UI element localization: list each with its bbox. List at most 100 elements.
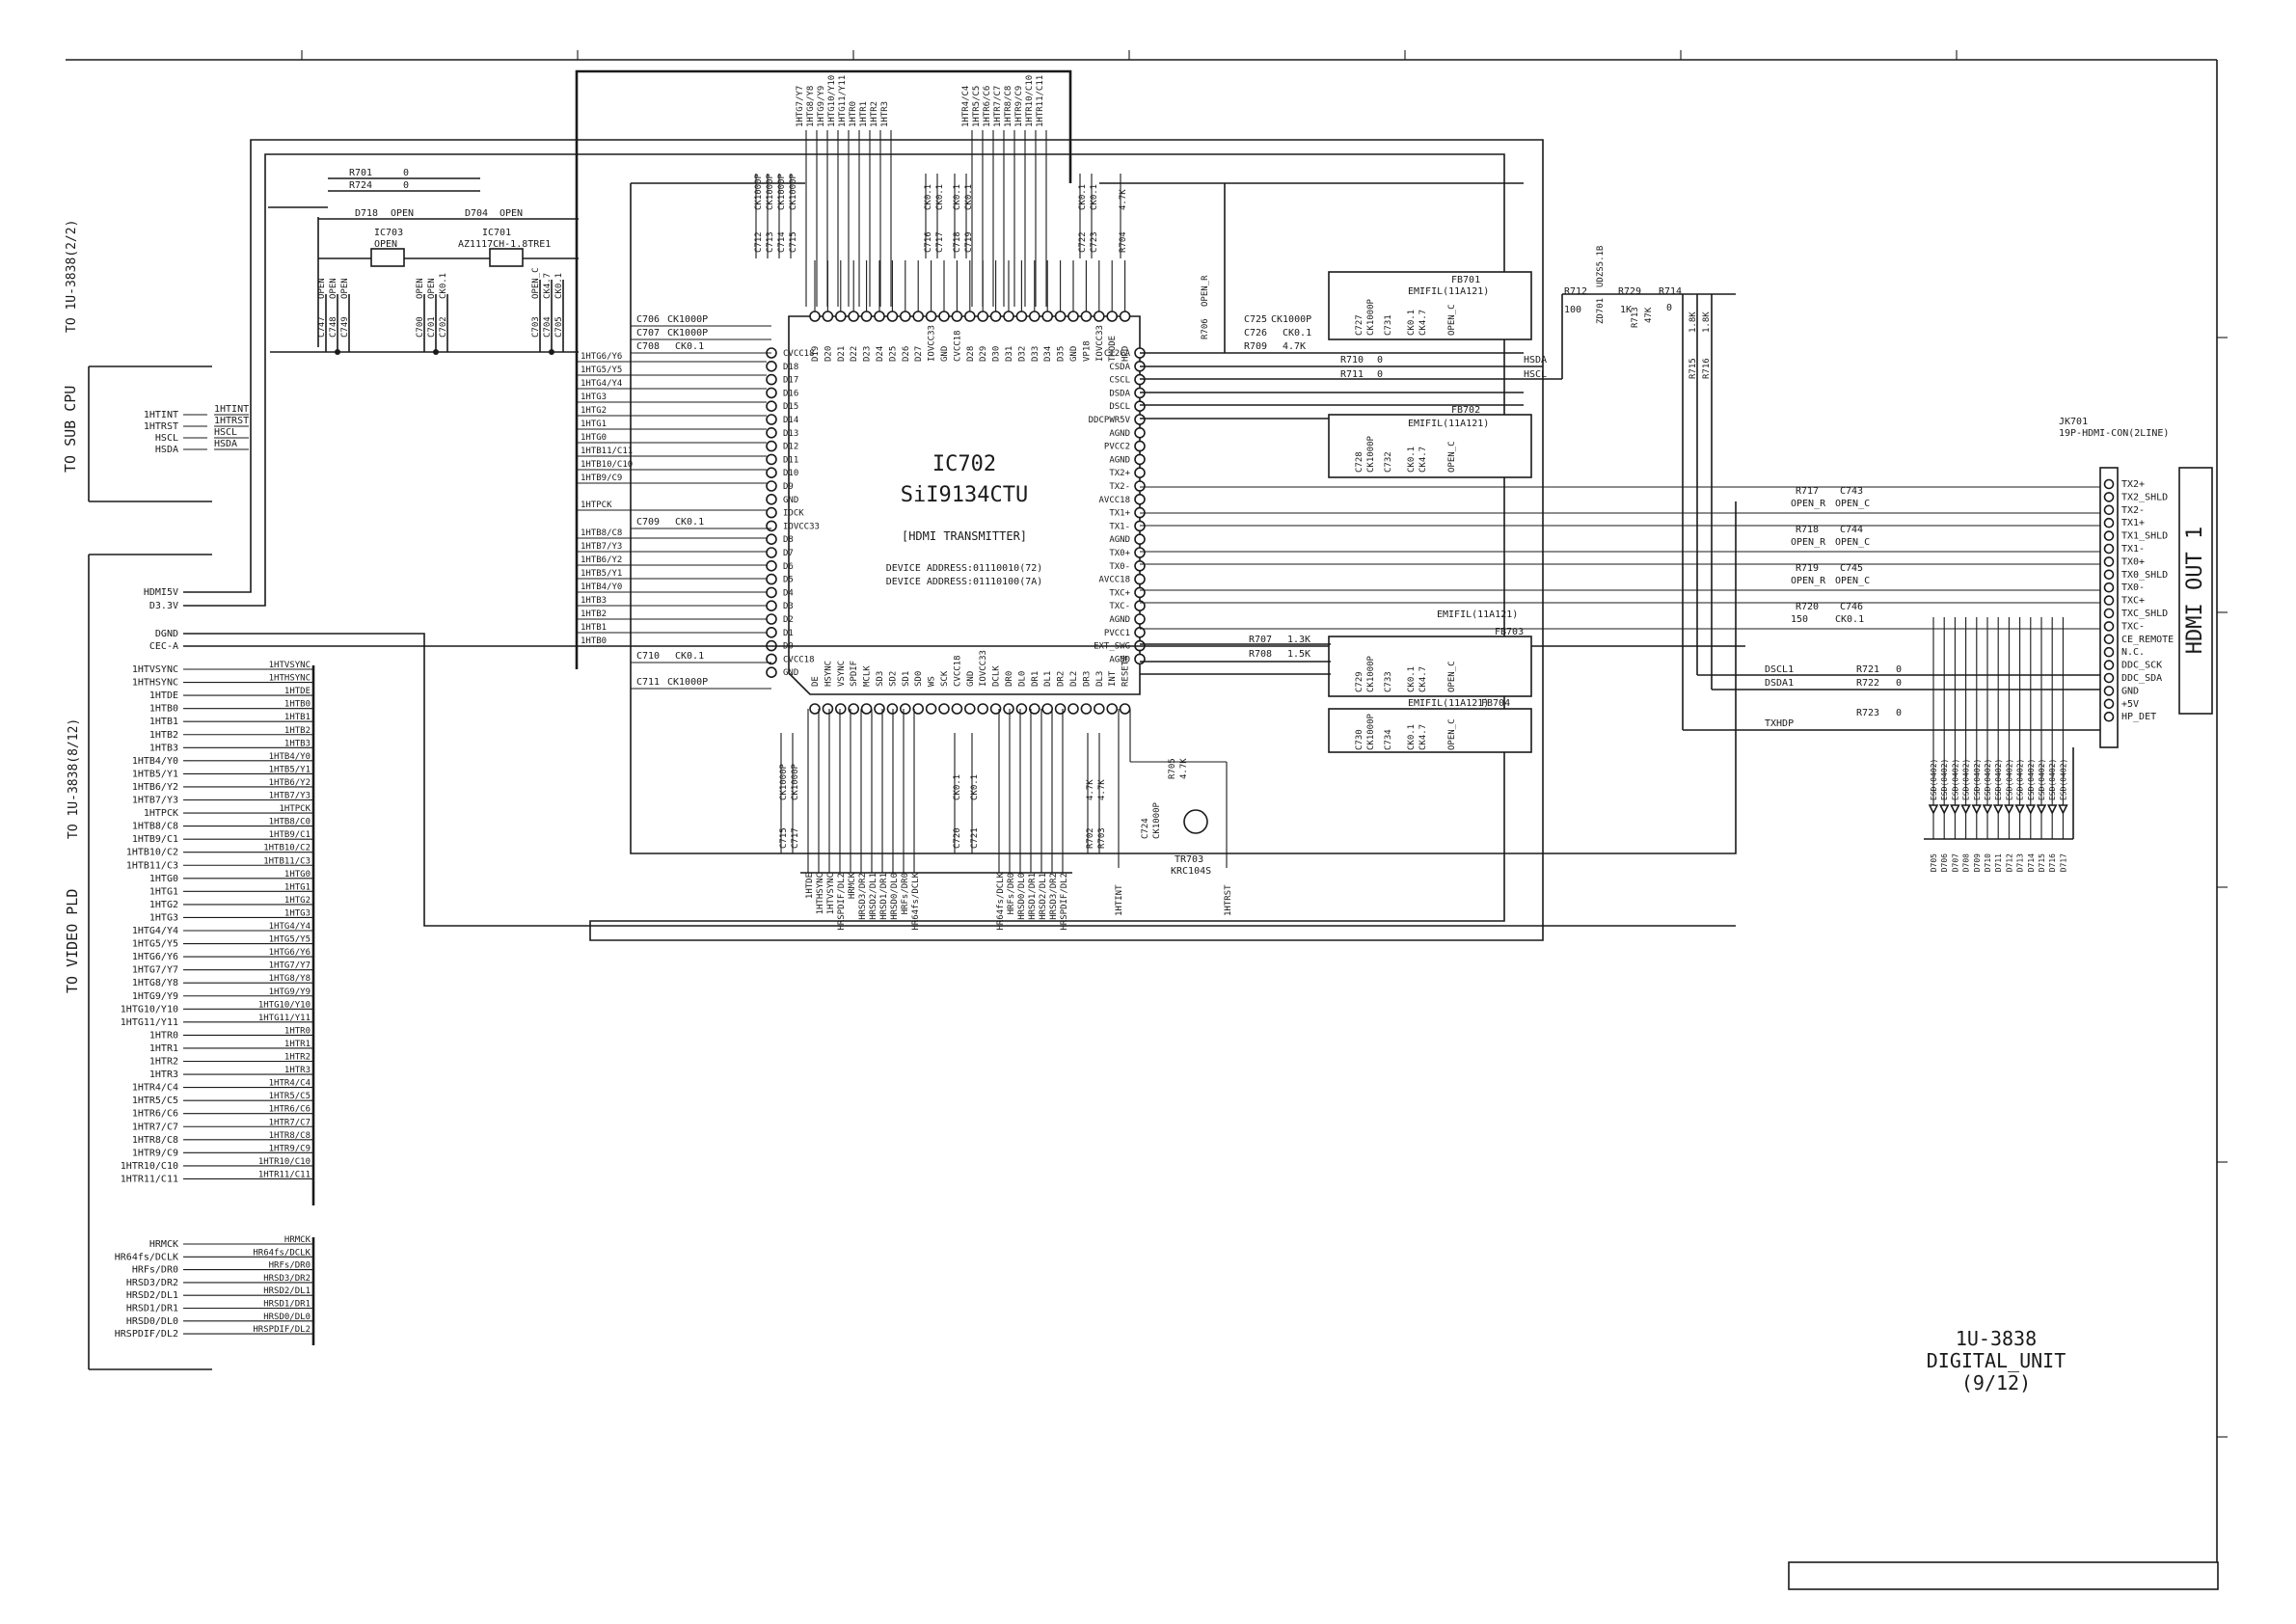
ic702-top-pin-label: D26: [902, 346, 911, 362]
ic702-right-pin-label: DDCPWR5V: [1089, 416, 1131, 425]
ic702-bottom-pin-label: CVCC18: [953, 655, 962, 687]
connector-pin-label: GND: [2121, 686, 2139, 696]
video-pld-net: 1HTG3: [284, 908, 311, 918]
ic702-right-pin-label: DSDA: [1109, 389, 1130, 398]
ic702-top-pin-label: GND: [940, 346, 950, 362]
esd-part: ESD(0402): [2038, 759, 2046, 800]
ic702-bottom-pin-label: DL2: [1069, 671, 1079, 687]
ic702-left-pin-label: D7: [783, 549, 794, 558]
video-pld-net: 1HTR7/C7: [269, 1118, 311, 1127]
ic702-top-pin-label: GND: [1069, 346, 1079, 362]
svg-text:C734: C734: [1384, 729, 1393, 750]
svg-text:1HTR2: 1HTR2: [870, 101, 879, 127]
video-pld-net: 1HTG10/Y10: [258, 1000, 311, 1010]
video-pld-signal: 1HTG7/Y7: [132, 965, 178, 976]
ic702-bottom-pin: [977, 703, 989, 715]
ic702-bottom-pin: [886, 703, 899, 715]
audio-net: HRSD3/DR2: [263, 1274, 311, 1284]
video-pld-net: 1HTG0: [284, 870, 311, 880]
video-pld-net: 1HTR10/C10: [258, 1157, 311, 1167]
video-pld-net: 1HTG6/Y6: [269, 948, 311, 958]
ic702-bottom-pin-label: SD3: [876, 671, 885, 687]
esd-diode-icon: [2014, 804, 2025, 815]
video-pld-net: 1HTDE: [284, 687, 311, 696]
video-pld-net: 1HTG4/Y4: [269, 922, 311, 932]
ic702-top-pin: [925, 311, 937, 322]
video-pld-signal: 1HTR10/C10: [121, 1161, 178, 1172]
ic702-left-pin: [766, 480, 777, 492]
tx-resistor-ref: R719: [1796, 563, 1819, 574]
svg-text:R729: R729: [1618, 286, 1641, 297]
ic702-left-pin: [766, 467, 777, 479]
left-inner-bus-label: 1HTG5/Y5: [581, 365, 622, 375]
svg-text:EMIFIL(11A121): EMIFIL(11A121): [1408, 419, 1489, 429]
ic702-left-pin-label: D14: [783, 416, 798, 425]
left-inner-bus-label: 1HTB8/C8: [581, 528, 622, 538]
title-line-1: 1U-3838: [1956, 1327, 2037, 1350]
svg-text:R712: R712: [1564, 286, 1587, 297]
svg-text:C707: C707: [636, 328, 660, 338]
sheet-title: 1U-3838 DIGITAL_UNIT (9/12): [1927, 1327, 2066, 1394]
sub-cpu-ref: TO 1U-3838(2/2): [65, 220, 79, 333]
esd-part: ESD(0402): [1984, 759, 1992, 800]
tx-cap-value: OPEN_C: [1835, 576, 1870, 586]
ic702-bottom-pin: [1029, 703, 1040, 715]
ic702-left-pin: [766, 533, 777, 546]
svg-text:OPEN: OPEN: [416, 278, 425, 299]
ic702-top-pin-label: IOVCC33: [928, 325, 937, 362]
ic702-left-pin: [766, 440, 777, 452]
ic702-left-pin-label: IDCK: [783, 509, 804, 519]
sub-cpu-label: TO SUB CPU: [62, 386, 79, 473]
ic702-top-pin-label: D21: [837, 346, 847, 362]
svg-text:CK0.1: CK0.1: [439, 273, 448, 299]
esd-diode-icon: [2036, 804, 2047, 815]
esd-part: ESD(0402): [1940, 759, 1949, 800]
ic702-bottom-pin-label: SD1: [902, 671, 911, 687]
power-dgnd: DGND: [155, 629, 178, 639]
svg-text:1HTG11/Y11: 1HTG11/Y11: [838, 75, 848, 127]
svg-text:CK0.1: CK0.1: [970, 774, 980, 800]
svg-text:CK1000P: CK1000P: [779, 763, 789, 800]
svg-text:R722: R722: [1856, 678, 1879, 689]
left-inner-bus-label: 1HTB3: [581, 596, 607, 606]
svg-text:47K: 47K: [1644, 307, 1654, 323]
d718-value: OPEN: [391, 208, 414, 219]
tx-termination: R717OPEN_RC743OPEN_CR718OPEN_RC744OPEN_C…: [1140, 486, 2102, 630]
ic702-top-pin: [951, 311, 963, 322]
esd-part: ESD(0402): [2005, 759, 2013, 800]
ic702-top-pin: [963, 311, 976, 322]
svg-text:OPEN: OPEN: [340, 278, 350, 299]
video-pld-net: 1HTB4/Y0: [269, 752, 311, 762]
svg-text:CK1000P: CK1000P: [1366, 655, 1376, 692]
bottom-bus-labels: 1HTDE 1HTHSYNC 1HTVSYNC HRSPDIF/DL2 HRMC…: [805, 872, 1069, 930]
ic702-top-pin: [1119, 311, 1131, 322]
ic702-bottom-pin-label: HSYNC: [824, 661, 833, 687]
esd-diode-icon: [1960, 804, 1971, 815]
svg-text:OPEN_C: OPEN_C: [1447, 441, 1457, 473]
svg-text:C724: C724: [1141, 818, 1150, 839]
svg-text:CK1000P: CK1000P: [754, 173, 764, 210]
ic702-left-pin: [766, 573, 777, 585]
svg-text:C708: C708: [636, 341, 660, 352]
svg-text:CK4.7: CK4.7: [1418, 666, 1428, 692]
video-pld-net: 1HTR4/C4: [269, 1079, 311, 1089]
ic702-left-pin: [766, 653, 777, 665]
svg-text:0: 0: [1896, 708, 1902, 718]
left-inner-bus-label: 1HTG1: [581, 420, 607, 429]
ic702-ref: IC702: [932, 452, 996, 476]
svg-text:0: 0: [1377, 355, 1383, 365]
tx-resistor-ref: R718: [1796, 525, 1819, 535]
svg-text:R706: R706: [1201, 318, 1210, 339]
video-pld-signal: 1HTR2: [149, 1057, 178, 1068]
svg-text:C716: C716: [924, 231, 933, 253]
esd-diode-icon: [1971, 804, 1983, 815]
svg-text:C723: C723: [1090, 231, 1099, 253]
ic702-bottom-pin-label: MCLK: [863, 665, 873, 687]
audio-net: HRMCK: [284, 1235, 311, 1245]
video-pld-signal: 1HTG4/Y4: [132, 926, 178, 936]
svg-text:EMIFIL(11A121): EMIFIL(11A121): [1408, 286, 1489, 297]
svg-text:CK0.1: CK0.1: [1407, 447, 1417, 473]
ic702-bottom-pin: [1080, 703, 1093, 715]
svg-text:FB703: FB703: [1495, 627, 1524, 637]
video-pld-signal: 1HTB5/Y1: [132, 769, 178, 779]
